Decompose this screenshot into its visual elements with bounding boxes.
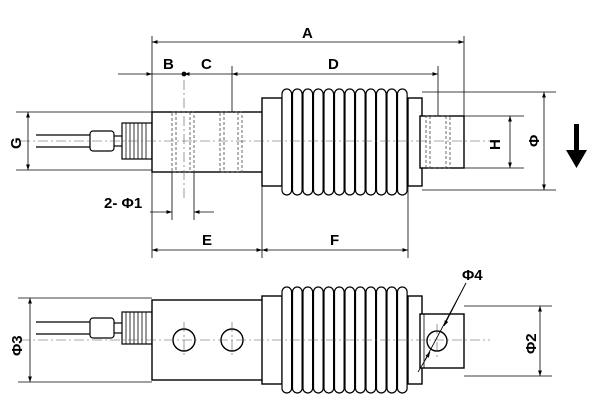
bottom-view [20, 286, 490, 394]
bellows-rib [354, 88, 366, 196]
bellows-rib [386, 88, 398, 196]
dim-label-c: C [201, 56, 212, 73]
bellows-rib [281, 88, 293, 196]
top-bellows-neck [261, 97, 283, 187]
top-hole-right [219, 111, 243, 173]
bellows-rib [323, 88, 335, 196]
dim-label-d: D [328, 56, 339, 73]
top-view [20, 80, 490, 200]
dim-label-g: G [8, 137, 25, 149]
bellows-rib [396, 88, 408, 196]
top-dimensions: A B C D G H Φ 2- Φ1 [8, 25, 556, 258]
dim-label-b: B [163, 56, 174, 73]
dim-label-phi3: Φ3 [9, 335, 26, 356]
bottom-cable [36, 311, 153, 345]
dim-label-a: A [302, 25, 313, 42]
dim-label-phi2: Φ2 [523, 333, 540, 354]
bottom-bellows [281, 286, 408, 394]
dim-label-e: E [202, 232, 212, 249]
dim-label-f: F [330, 232, 339, 249]
dim-label-h: H [487, 139, 504, 150]
bellows-rib [375, 88, 387, 196]
top-main-block [151, 111, 265, 173]
dim-label-hole: 2- Φ1 [104, 195, 142, 212]
bellows-rib [365, 88, 377, 196]
bottom-dimensions: Φ3 Φ2 Φ4 [9, 267, 552, 383]
top-end-block [419, 115, 465, 169]
bellows-rib [344, 88, 356, 196]
top-hole-left [171, 111, 195, 173]
bellows-rib [312, 88, 324, 196]
bellows-rib [291, 88, 303, 196]
bellows-rib [333, 88, 345, 196]
arrow-down-icon [566, 124, 587, 168]
dim-label-phi4: Φ4 [462, 267, 483, 284]
dim-label-phi: Φ [526, 135, 543, 147]
top-bellows [281, 88, 408, 196]
bellows-rib [302, 88, 314, 196]
